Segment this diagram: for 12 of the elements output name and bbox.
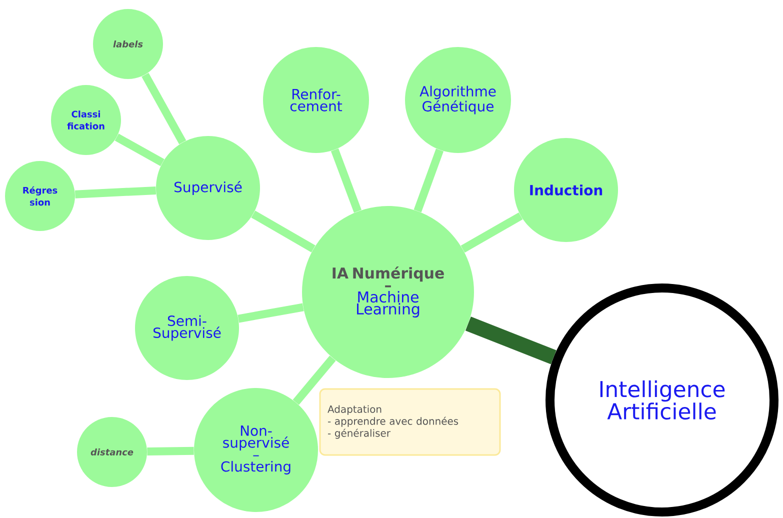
connector bbox=[465, 316, 556, 364]
connector bbox=[147, 446, 194, 456]
connector bbox=[330, 148, 362, 213]
connector bbox=[251, 210, 316, 252]
connector bbox=[460, 212, 523, 253]
connector bbox=[142, 72, 186, 144]
connector bbox=[238, 303, 304, 323]
connector bbox=[74, 186, 156, 198]
note-box: Adaptation - apprendre avec données - généraliser bbox=[319, 388, 501, 456]
connector bbox=[114, 134, 164, 166]
connector bbox=[292, 356, 336, 405]
connector bbox=[414, 148, 444, 212]
